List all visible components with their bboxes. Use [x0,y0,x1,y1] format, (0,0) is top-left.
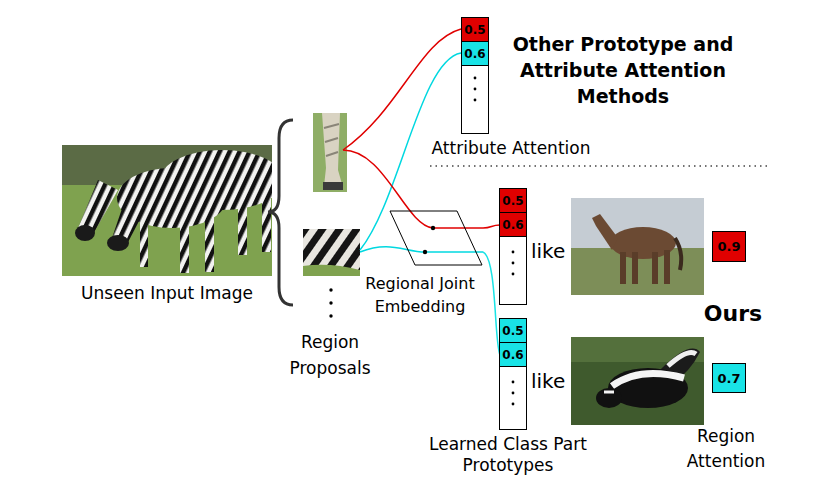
ellipsis-dot [329,314,332,317]
ellipsis-dot [512,262,515,265]
crop-ground [313,113,347,192]
skunk-blaze [604,391,614,394]
value-text: 0.6 [502,218,523,232]
leg-shape [322,113,342,186]
value-text: 0.5 [502,324,523,338]
value-text: 0.9 [717,239,740,254]
connector [483,252,500,355]
horse-photo [571,198,704,295]
leg-crop [313,113,347,192]
caption-label: Region Attention [671,424,781,474]
parallelogram [390,211,482,265]
ellipsis-dot [474,99,477,102]
value-text: 0.5 [464,23,485,37]
caption-label: Learned Class Part Prototypes [428,434,588,476]
zebra-head [75,225,95,241]
ground [571,337,704,425]
cyan-link [360,247,425,252]
prototype-cell: 0.6 [500,213,526,237]
score-box: 0.9 [712,231,746,262]
horse-leg [664,250,670,284]
ellipsis-dot [512,392,515,395]
stripes [303,229,360,276]
skunk-photo [571,337,704,425]
ellipsis-dot [329,288,332,291]
horse-tail [675,238,681,270]
node-label: Attribute Attention [432,137,591,159]
joint-embedding: Regional Joint Embedding [389,210,483,266]
ellipsis-dot [512,251,515,254]
connector [483,225,500,228]
score-box: 0.7 [712,363,746,393]
parallelogram-outline [389,210,483,266]
stripe-crop [303,229,360,276]
ellipsis-dot [474,77,477,80]
node-label: like [531,239,565,263]
crop-ground [303,265,360,276]
horse-neck [592,214,618,250]
section-heading: Ours [688,300,778,328]
horse-leg [632,252,638,284]
attribute-vector: Attribute Attention0.50.6 [461,17,489,134]
horse-leg [652,252,658,284]
zebra-leg [180,215,189,273]
attention-cell: 0.6 [462,42,488,66]
bracket [268,120,293,305]
prototype-vector: like0.50.6 [499,188,527,305]
ellipsis-dot [512,403,515,406]
node-label: Regional Joint Embedding [345,272,495,318]
zebra-leg [262,192,271,252]
value-text: 0.7 [717,371,740,386]
embedding-point [431,226,435,230]
skunk-stripe [612,374,684,387]
zebra-head [107,235,129,251]
zebra-leg [140,212,148,267]
ground [571,248,704,295]
zebra-leg [205,212,214,272]
red-link [343,150,433,228]
leg-stripes [324,124,339,156]
hoof [323,182,343,190]
sky [571,198,704,295]
prototype-cell: 0.5 [500,319,526,343]
embedding-point [423,250,427,254]
zebra-leg [238,195,247,255]
ellipsis-dot [329,301,332,304]
value-text: 0.5 [502,194,523,208]
value-text: 0.6 [464,47,485,61]
value-text: 0.6 [502,348,523,362]
prototype-vector: like0.50.6 [499,318,527,430]
input-image: Unseen Input Image [62,145,272,276]
skunk-tail-stripe [668,353,696,367]
cyan-link [425,251,483,253]
zebra-photo [62,145,272,276]
skunk-head [596,388,622,408]
red-link [343,29,461,150]
node-label: Unseen Input Image [81,282,253,304]
ellipsis-dot [474,88,477,91]
caption-label: Region Proposals [270,329,390,381]
attention-cell: 0.5 [462,18,488,42]
section-heading: Other Prototype and Attribute Attention … [495,31,751,109]
separator [430,165,768,167]
node-label: like [531,369,565,393]
horse-leg [620,252,626,284]
ellipsis-dot [512,381,515,384]
ellipsis-dot [512,273,515,276]
prototype-cell: 0.5 [500,189,526,213]
prototype-cell: 0.6 [500,343,526,367]
red-link [433,227,483,229]
